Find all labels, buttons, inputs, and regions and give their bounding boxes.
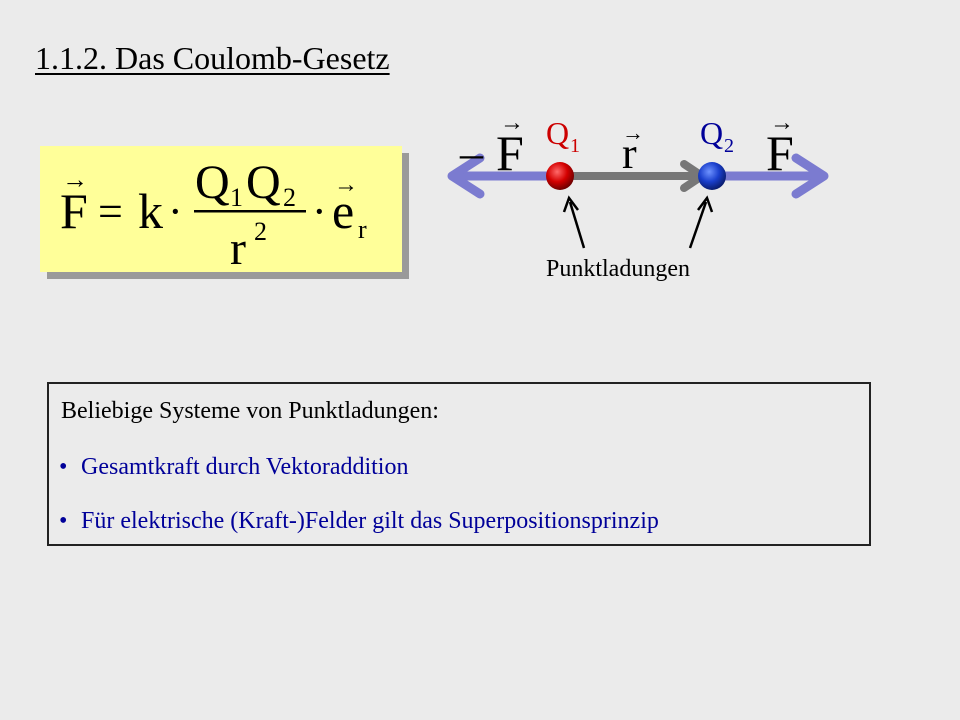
formula-force-vector-arrow: → [62,165,88,194]
formula-q2-subscript: 2 [283,183,296,212]
minus-force-vector-arrow: → [500,110,524,136]
coulomb-diagram: – F → Q 1 r → Q 2 F → Punktladungen [447,110,829,282]
q2-subscript: 2 [724,135,734,157]
r-vector-arrow: → [622,120,644,145]
coulomb-formula: F → = k · Q 1 Q 2 r 2 · e → r [60,156,367,272]
formula-unit-vector: e [332,183,354,239]
q1-subscript: 1 [570,135,580,157]
force-vector-arrow: → [770,110,794,136]
r-label: r [622,129,637,178]
q2-label: Q [700,115,723,151]
formula-q2: Q [246,156,281,209]
bullet-dot: • [59,454,68,480]
formula-q1: Q [195,156,230,209]
minus-force-symbol: F [496,125,524,181]
formula-r-exponent: 2 [254,217,267,246]
formula-constant-k: k [138,183,163,239]
formula-dot-2: · [312,187,327,236]
formula-force: F [60,183,88,239]
force-symbol: F [766,125,794,181]
formula-equals: = [98,187,123,236]
bullet-text: Gesamtkraft durch Vektoraddition [81,454,409,480]
bullet-item: • Für elektrische (Kraft-)Felder gilt das… [59,508,659,535]
superposition-info-box: Beliebige Systeme von Punktladungen: • Ge… [47,382,871,546]
bullet-item: • Gesamtkraft durch Vektoraddition [59,454,408,481]
formula-unit-vector-arrow: → [334,172,358,198]
pointer-head-q1 [562,195,579,213]
formula-fraction-line [194,210,306,213]
point-charges-caption: Punktladungen [546,256,690,282]
formula-box: F → = k · Q 1 Q 2 r 2 · e → r [40,146,402,272]
minus-force-sign: – [459,127,484,178]
bullet-text: Für elektrische (Kraft-)Felder gilt das … [81,508,659,534]
charge-q1 [546,162,574,190]
bullet-dot: • [59,508,68,534]
formula-q1-subscript: 1 [230,183,243,212]
formula-r: r [230,222,246,272]
charge-q2 [698,162,726,190]
pointer-line-q2 [688,201,708,249]
force-arrow-left [447,153,563,199]
page-title: 1.1.2. Das Coulomb-Gesetz [35,40,390,76]
pointer-head-q2 [697,195,714,213]
pointer-line-q1 [568,201,586,249]
q1-label: Q [546,115,569,151]
force-arrow-right [707,153,829,199]
formula-unit-vector-subscript: r [358,215,367,244]
formula-dot-1: · [168,187,183,236]
info-heading: Beliebige Systeme von Punktladungen: [61,398,439,424]
